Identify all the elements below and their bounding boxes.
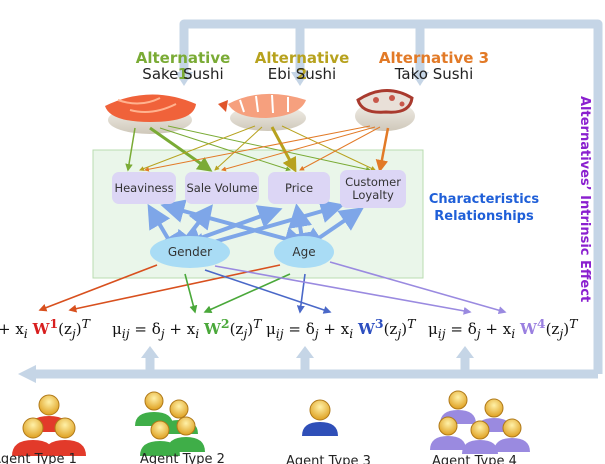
loop-top-line <box>179 19 603 374</box>
sake-arrows <box>125 125 371 172</box>
formula-4-plus: + x <box>480 320 512 338</box>
intrinsic-effect-arrowheads <box>18 72 474 383</box>
utility-formula-1: + xi W1(zj)T <box>0 316 90 341</box>
agent-group-3-icon <box>302 399 338 436</box>
intrinsic-effect-label: Alternatives’ Intrinsic Effect <box>577 96 592 303</box>
agent-type-1-label: Agent Type 1 <box>0 452 77 464</box>
formula-3-plus: + x <box>318 320 350 338</box>
alternative-2-name: Ebi Sushi <box>267 65 337 83</box>
utility-formula-2: μij = δj + xi W2(zj)T <box>112 316 261 341</box>
alternative-3-title: Alternative 3 <box>378 49 490 67</box>
characteristics-label-line-1: Characteristics <box>428 192 540 207</box>
formula-3-j: j <box>314 326 319 341</box>
customer-loyalty-node: Customer Loyalty <box>340 170 406 208</box>
formula-4-j: j <box>476 326 481 341</box>
formula-2-mu: μ <box>112 320 122 338</box>
formula-3-zj: j <box>397 326 402 341</box>
type4-arrows <box>214 261 507 315</box>
formula-1-t: T <box>81 316 90 331</box>
formula-4-sup: 4 <box>536 316 546 331</box>
formula-2-sup: 2 <box>220 316 230 331</box>
formula-2-ij: ij <box>121 326 130 341</box>
formula-2-z: (z <box>229 320 244 338</box>
formula-4-mu: μ <box>428 320 438 338</box>
agent-type-3-label: Agent Type 3 <box>286 454 371 464</box>
formula-3-i: i <box>349 326 354 341</box>
formula-3-t: T <box>407 316 416 331</box>
characteristics-label-line-2: Relationships <box>434 209 534 224</box>
alternative-1-name: Sake Sushi <box>142 65 224 83</box>
formula-2-t: T <box>253 316 262 331</box>
formula-4-eq: = δ <box>445 320 477 338</box>
formula-3-ij: ij <box>275 326 284 341</box>
formula-1-sup: 1 <box>49 316 59 331</box>
agent-type-4-label: Agent Type 4 <box>432 454 517 464</box>
formula-1-w: W <box>32 320 50 338</box>
formula-4-zj: j <box>559 326 564 341</box>
formula-3-sup: 3 <box>374 316 384 331</box>
sale-volume-node: Sale Volume <box>185 172 259 204</box>
formula-3-z: (z <box>383 320 398 338</box>
utility-formula-4: μij = δj + xi W4(zj)T <box>428 316 577 341</box>
formula-2-zj: j <box>243 326 248 341</box>
sake-sushi-image <box>105 94 196 134</box>
alternative-3-name: Tako Sushi <box>394 65 474 83</box>
formula-2-j: j <box>160 326 165 341</box>
agent-group-2-icon <box>135 391 205 456</box>
formula-1-z: (z <box>58 320 72 338</box>
ebi-arrows <box>139 125 376 173</box>
formula-1-zj: j <box>71 326 76 341</box>
formula-4-z: (z <box>545 320 560 338</box>
formula-2-plus: + x <box>164 320 196 338</box>
formula-2-i: i <box>195 326 200 341</box>
characteristics-relationships-label: Characteristics Relationships <box>428 191 540 225</box>
formula-4-ij: ij <box>437 326 446 341</box>
formula-3-eq: = δ <box>283 320 315 338</box>
formula-4-w: W <box>520 320 537 338</box>
formula-4-i: i <box>511 326 516 341</box>
gender-node: Gender <box>150 236 230 268</box>
agent-group-4-icon <box>430 390 530 454</box>
formula-2-w: W <box>204 320 221 338</box>
agent-group-1-icon <box>12 394 86 456</box>
formula-2-eq: = δ <box>129 320 161 338</box>
formula-3-w: W <box>358 320 375 338</box>
intrinsic-effect-loop <box>30 19 603 379</box>
alternative-1-title: Alternative 1 <box>135 49 231 83</box>
tako-sushi-image <box>355 89 415 131</box>
formula-3-close: ) <box>401 320 408 338</box>
formula-1-close: ) <box>75 320 82 338</box>
utility-formula-3: μij = δj + xi W3(zj)T <box>266 316 415 341</box>
price-node: Price <box>268 172 330 204</box>
relationship-arrows <box>147 199 364 259</box>
agent-type-2-label: Agent Type 2 <box>140 452 225 464</box>
formula-4-close: ) <box>563 320 570 338</box>
type1-arrows <box>38 264 281 313</box>
formula-4-t: T <box>569 316 578 331</box>
heaviness-node: Heaviness <box>112 172 176 204</box>
age-node: Age <box>274 236 334 268</box>
ebi-sushi-image <box>218 93 306 131</box>
alternative-2-title: Alternative 2 <box>254 49 350 83</box>
formula-3-mu: μ <box>266 320 276 338</box>
formula-1-i: i <box>23 326 28 341</box>
type3-arrows <box>204 269 332 314</box>
type2-arrows <box>184 273 291 314</box>
formula-2-close: ) <box>247 320 254 338</box>
tako-arrows <box>144 125 390 173</box>
formula-1-plus: + x <box>0 320 24 338</box>
